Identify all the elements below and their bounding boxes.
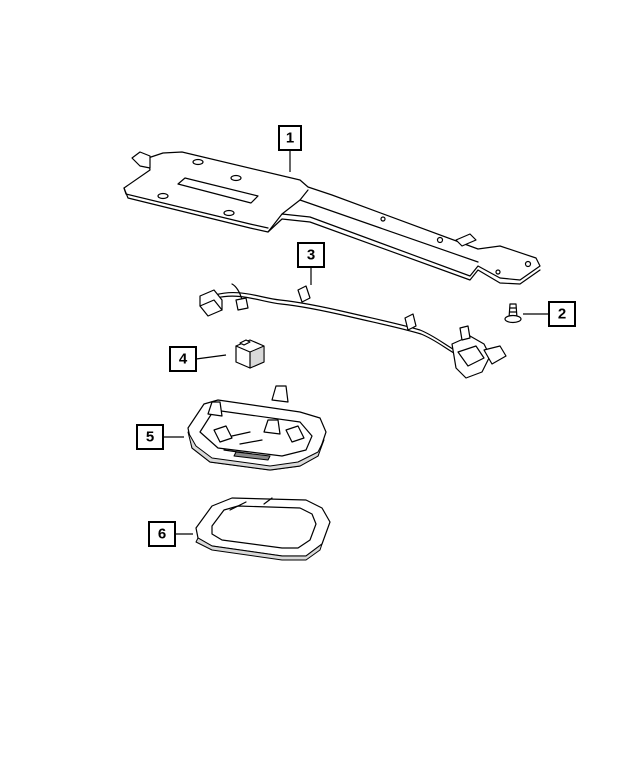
callout-2-label: 2 xyxy=(558,306,566,323)
callout-4-label: 4 xyxy=(179,351,188,368)
part-3-wiring-harness xyxy=(199,283,507,379)
part-5-console-housing xyxy=(187,385,327,471)
callout-3: 3 xyxy=(297,242,325,285)
part-4-lamp-module xyxy=(235,339,265,369)
callout-2: 2 xyxy=(523,301,576,327)
part-2-push-pin xyxy=(504,303,522,324)
callout-4: 4 xyxy=(169,346,227,372)
part-1-bracket-plate xyxy=(123,151,541,285)
callout-3-label: 3 xyxy=(307,247,315,264)
callout-1: 1 xyxy=(278,125,302,172)
callout-6-label: 6 xyxy=(158,526,166,543)
callout-5-label: 5 xyxy=(146,429,154,446)
callout-5: 5 xyxy=(136,424,184,450)
callout-6: 6 xyxy=(148,521,193,547)
callout-1-label: 1 xyxy=(286,130,294,147)
part-6-bezel-ring xyxy=(195,497,331,561)
